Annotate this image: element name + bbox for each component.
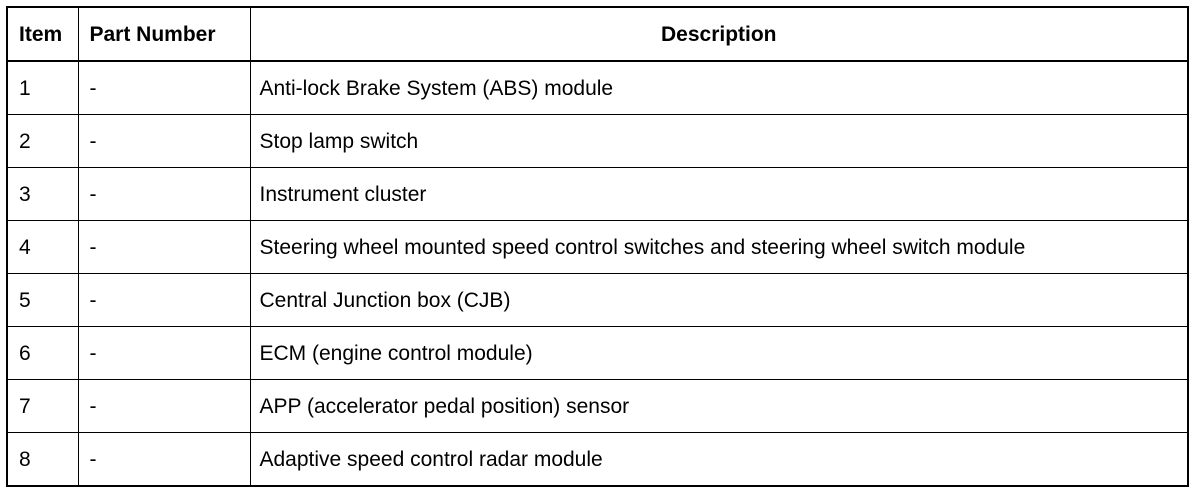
table-row: 1 - Anti-lock Brake System (ABS) module [6,60,1189,115]
cell-part-number: - [77,273,251,327]
cell-item: 3 [6,167,79,221]
header-description: Description [249,6,1189,62]
cell-description: APP (accelerator pedal position) sensor [249,379,1189,433]
parts-table: Item Part Number Description 1 - Anti-lo… [6,6,1189,487]
table-row: 7 - APP (accelerator pedal position) sen… [6,379,1189,433]
cell-part-number: - [77,220,251,274]
cell-part-number: - [77,60,251,115]
cell-description: Steering wheel mounted speed control swi… [249,220,1189,274]
cell-part-number: - [77,167,251,221]
cell-description: Instrument cluster [249,167,1189,221]
table-body: 1 - Anti-lock Brake System (ABS) module … [6,60,1189,487]
cell-description: ECM (engine control module) [249,326,1189,380]
cell-part-number: - [77,432,251,487]
table-row: 8 - Adaptive speed control radar module [6,432,1189,487]
cell-part-number: - [77,326,251,380]
table-row: 5 - Central Junction box (CJB) [6,273,1189,327]
cell-part-number: - [77,114,251,168]
table-row: 6 - ECM (engine control module) [6,326,1189,380]
cell-description: Central Junction box (CJB) [249,273,1189,327]
header-row: Item Part Number Description [6,6,1189,62]
table-header: Item Part Number Description [6,6,1189,62]
table-row: 3 - Instrument cluster [6,167,1189,221]
header-item: Item [6,6,79,62]
cell-part-number: - [77,379,251,433]
cell-item: 4 [6,220,79,274]
cell-item: 6 [6,326,79,380]
cell-description: Stop lamp switch [249,114,1189,168]
header-part-number: Part Number [77,6,251,62]
cell-item: 7 [6,379,79,433]
cell-description: Anti-lock Brake System (ABS) module [249,60,1189,115]
cell-item: 5 [6,273,79,327]
cell-item: 8 [6,432,79,487]
table-row: 4 - Steering wheel mounted speed control… [6,220,1189,274]
table-row: 2 - Stop lamp switch [6,114,1189,168]
cell-item: 1 [6,60,79,115]
cell-item: 2 [6,114,79,168]
cell-description: Adaptive speed control radar module [249,432,1189,487]
